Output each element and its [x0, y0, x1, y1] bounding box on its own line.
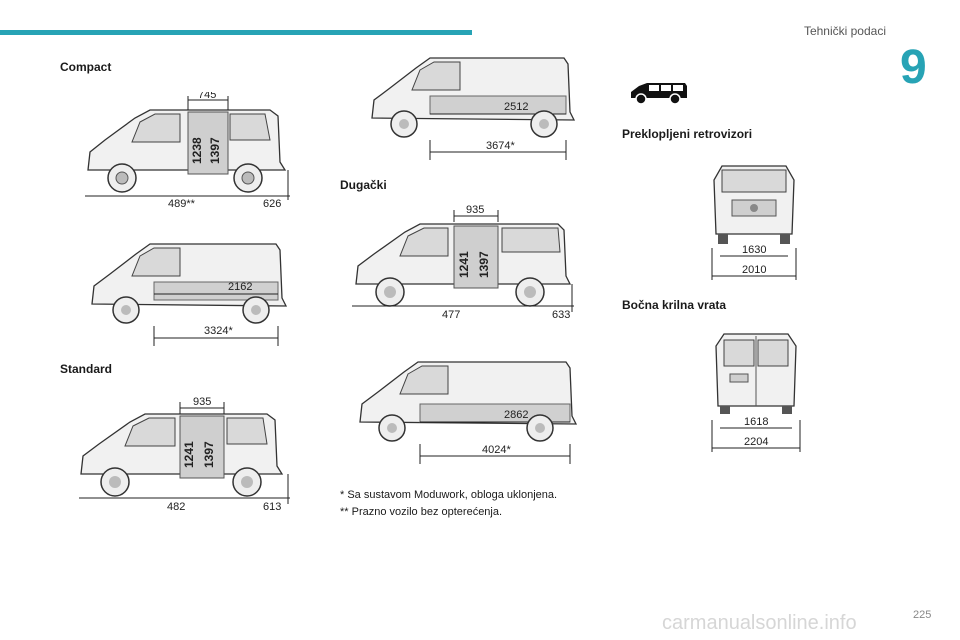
compact-side-diagram: 745 1238 1397 489** 626	[85, 92, 290, 210]
section-label-long: Dugački	[340, 178, 387, 192]
dim-compact-inner: 2162	[228, 281, 252, 293]
front-view-diagram: 1630 2010	[711, 165, 797, 280]
section-label-side-doors: Bočna krilna vrata	[622, 298, 727, 312]
watermark: carmanualsonline.info	[662, 612, 857, 634]
chapter-title: Tehnički podaci	[803, 24, 886, 38]
section-label-standard: Standard	[60, 362, 113, 376]
dim-rear-w2: 2204	[744, 436, 768, 448]
dim-long-left: 477	[442, 309, 460, 321]
dim-long-h1: 1241	[457, 251, 471, 278]
dim-long-right: 633	[552, 309, 570, 321]
dim-standard-h1: 1241	[182, 441, 196, 468]
dim-standard-top: 935	[193, 396, 211, 408]
dim-standard-left: 482	[167, 501, 185, 513]
compact-van-diagram: 2162 3324*	[91, 243, 288, 346]
dim-long-top: 935	[466, 204, 484, 216]
dim-compact-top: 745	[198, 92, 216, 101]
long-van-diagram: 2862 4024*	[359, 361, 578, 464]
long-side-diagram: 935 1241 1397 477 633	[352, 204, 574, 321]
dim-long-h2: 1397	[477, 251, 491, 278]
dim-front-w2: 2010	[742, 264, 766, 276]
standard-side-diagram: 935 1241 1397 482 613	[79, 396, 290, 513]
section-label-folded-mirrors: Preklopljeni retrovizori	[622, 127, 753, 141]
page-number: 225	[913, 609, 932, 621]
dim-long-total: 4024*	[482, 444, 511, 456]
van-icon	[631, 83, 687, 105]
section-label-compact: Compact	[60, 60, 112, 74]
rear-view-diagram: 1618 2204	[711, 333, 801, 452]
dim-compact-total: 3324*	[204, 325, 233, 337]
dim-long-inner: 2862	[504, 409, 528, 421]
dim-compact-left: 489**	[168, 198, 196, 210]
footnote-empty-vehicle: ** Prazno vozilo bez opterećenja.	[340, 506, 503, 518]
dim-standard-total: 3674*	[486, 140, 515, 152]
dim-standard-right: 613	[263, 501, 281, 513]
dim-compact-right: 626	[263, 198, 281, 210]
header-accent-bar	[0, 30, 472, 35]
standard-van-diagram: 2512 3674*	[371, 57, 576, 160]
dim-standard-inner: 2512	[504, 101, 528, 113]
dim-rear-w1: 1618	[744, 416, 768, 428]
dim-compact-h1: 1238	[190, 137, 204, 164]
dim-front-w1: 1630	[742, 244, 766, 256]
chapter-number: 9	[900, 41, 927, 94]
footnote-moduwork: * Sa sustavom Moduwork, obloga uklonjena…	[340, 489, 558, 501]
dim-compact-h2: 1397	[208, 137, 222, 164]
dim-standard-h2: 1397	[202, 441, 216, 468]
